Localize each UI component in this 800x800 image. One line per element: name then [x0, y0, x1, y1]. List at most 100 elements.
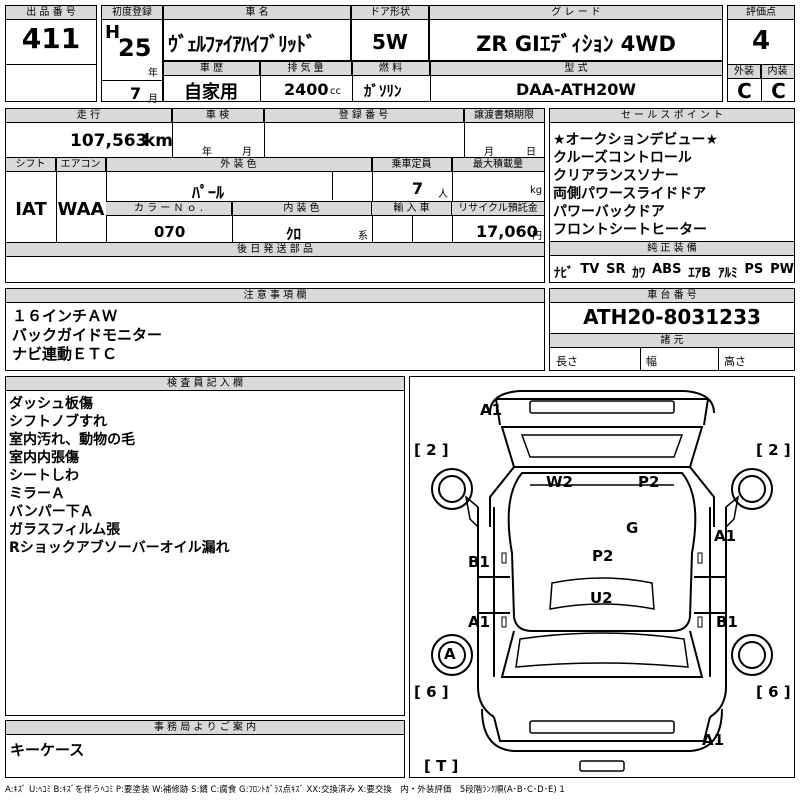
- office-label: 事 務 局 よ り ご 案 内: [6, 721, 404, 735]
- note-line: １６インチＡＷ: [12, 307, 118, 325]
- mark-left-wheel: A: [444, 645, 456, 663]
- shift: IAT: [15, 199, 47, 220]
- shift-label: シフト: [6, 158, 56, 172]
- displacement-unit: cc: [330, 86, 341, 97]
- inspector-line: シートしわ: [9, 468, 79, 484]
- intcolor-unit: 系: [358, 231, 368, 242]
- legend: A:ｷｽﾞ U:ﾍｺﾐ B:ｷｽﾞを伴うﾍｺﾐ P:要塗装 W:補修跡 S:錆 …: [5, 785, 565, 795]
- aircon-label: エアコン: [56, 158, 106, 172]
- import-label: 輸 入 車: [372, 202, 452, 216]
- history: 自家用: [184, 82, 238, 103]
- equipment-list: ﾅﾋﾞ TV SR ｶﾜ ABS ｴｱB ｱﾙﾐ PS PW: [554, 262, 794, 281]
- reg-month: 7: [130, 84, 142, 103]
- mark-roof-center: P2: [592, 547, 614, 565]
- inspection-label: 車 検: [172, 109, 264, 123]
- note-line: バックガイドモニター: [12, 326, 163, 344]
- office-text: キーケース: [10, 741, 85, 759]
- sales-points-box: セ ー ル ス ポ イ ン ト ★オークションデビュー★ クルーズコントロール …: [549, 108, 795, 283]
- mileage-label: 走 行: [6, 109, 172, 123]
- door-type: 5W: [372, 30, 408, 54]
- lot-number: 411: [21, 22, 81, 55]
- note-line: ナビ連動ＥＴＣ: [12, 345, 118, 363]
- inspector-list: ダッシュ板傷 シフトノブすれ 室内汚れ、動物の毛 室内内張傷 シートしわ ミラー…: [9, 395, 230, 557]
- chassis-box: 車 台 番 号 ATH20-8031233 諸 元 長さ 幅 高さ: [549, 288, 795, 371]
- fuel-label: 燃 料: [352, 62, 430, 76]
- intcolor-label: 内 装 色: [232, 202, 372, 216]
- interior-grade: C: [771, 79, 786, 103]
- lot-number-box: 出 品 番 号 411: [5, 5, 97, 102]
- inspector-line: ダッシュ板傷: [9, 396, 93, 412]
- inspector-line: 室内汚れ、動物の毛: [9, 432, 136, 448]
- notes-box: 注 意 事 項 欄 １６インチＡＷ バックガイドモニター ナビ連動ＥＴＣ: [5, 288, 545, 371]
- mark-left-rear: A1: [468, 613, 491, 631]
- exterior-grade: C: [737, 79, 752, 103]
- inspection-year: 年: [202, 147, 212, 158]
- color-number: 070: [154, 223, 186, 241]
- displacement: 2400: [284, 80, 329, 99]
- vehicle-details-box: 走 行 車 検 登 録 番 号 譲渡書類期限 107,563 km 年 月 月 …: [5, 108, 545, 283]
- mark-left-front: B1: [468, 553, 490, 571]
- month-unit: 月: [148, 94, 158, 105]
- capacity-unit: 人: [438, 189, 448, 200]
- capacity: 7: [412, 179, 424, 198]
- sales-point: クルーズコントロール: [553, 150, 692, 166]
- reg-no-label: 登 録 番 号: [264, 109, 464, 123]
- grade: ZR GIｴﾃﾞｨｼｮﾝ 4WD: [476, 32, 676, 56]
- mark-right-rear: B1: [716, 613, 738, 631]
- transfer-label: 譲渡書類期限: [464, 109, 544, 123]
- inspection-month: 月: [242, 147, 252, 158]
- sales-point: クリアランスソナー: [553, 168, 679, 184]
- corner-tr: [ 2 ]: [756, 441, 791, 459]
- interior-color: ｸﾛ: [286, 225, 302, 243]
- notes-list: １６インチＡＷ バックガイドモニター ナビ連動ＥＴＣ: [12, 307, 162, 364]
- history-label: 車 歴: [164, 62, 260, 76]
- inspector-line: Rショックアブソーバーオイル漏れ: [9, 540, 230, 556]
- reg-year: 25: [118, 34, 152, 62]
- transfer-month: 月: [484, 147, 494, 158]
- spec-width: 幅: [646, 355, 657, 368]
- office-box: 事 務 局 よ り ご 案 内 キーケース: [5, 720, 405, 778]
- sales-point: パワーバックドア: [553, 204, 665, 220]
- mark-right-front: A1: [714, 527, 737, 545]
- corner-bottom: [ T ]: [424, 757, 459, 775]
- aircon: WAA: [57, 199, 105, 220]
- equip-item: SR: [606, 262, 626, 277]
- era: H: [105, 22, 121, 43]
- car-name-label: 車 名: [164, 6, 350, 20]
- car-name: ｳﾞｪﾙﾌｧｲｱﾊｲﾌﾞﾘｯﾄﾞ: [168, 32, 316, 56]
- interior-label: 内装: [761, 65, 794, 79]
- inspector-line: ガラスフィルム張: [9, 522, 121, 538]
- equip-item: ﾅﾋﾞ: [554, 266, 574, 281]
- inspector-box: 検 査 員 記 入 欄 ダッシュ板傷 シフトノブすれ 室内汚れ、動物の毛 室内内…: [5, 376, 405, 716]
- corner-br: [ 6 ]: [756, 683, 791, 701]
- history-row: 車 歴 排 気 量 燃 料 型 式 自家用 2400 cc ｶﾞｿﾘﾝ DAA-…: [163, 61, 723, 103]
- capacity-label: 乗車定員: [372, 158, 452, 172]
- recycle-fee: 17,060: [476, 222, 538, 241]
- first-reg-label: 初度登録: [102, 6, 162, 20]
- mark-roof-front: W2: [546, 473, 573, 491]
- equip-item: TV: [580, 262, 600, 277]
- inspector-line: ミラーＡ: [9, 486, 65, 502]
- later-parts-label: 後 日 発 送 部 品: [6, 243, 544, 257]
- transfer-day: 日: [526, 147, 536, 158]
- lot-label: 出 品 番 号: [6, 6, 96, 20]
- mark-roof-right: P2: [638, 473, 660, 491]
- inspector-line: 室内内張傷: [9, 450, 79, 466]
- colorno-label: カ ラ ー Ｎ ｏ .: [106, 202, 232, 216]
- notes-label: 注 意 事 項 欄: [6, 289, 544, 303]
- inspector-label: 検 査 員 記 入 欄: [6, 377, 404, 391]
- score: 4: [751, 26, 771, 56]
- spec-label: 諸 元: [550, 334, 794, 348]
- car-outline-diagram: [431, 390, 773, 772]
- grade-box: グ レ ー ド ZR GIｴﾃﾞｨｼｮﾝ 4WD: [429, 5, 723, 61]
- recycle-label: リサイクル預託金: [452, 202, 544, 216]
- equip-item: PW: [770, 262, 794, 277]
- exterior-color: ﾊﾟｰﾙ: [192, 183, 225, 202]
- door-box: ドア形状 5W: [351, 5, 429, 61]
- sales-point: フロントシートヒーター: [553, 222, 707, 238]
- exterior-label: 外装: [728, 65, 761, 79]
- displacement-label: 排 気 量: [260, 62, 352, 76]
- model: DAA-ATH20W: [515, 80, 637, 99]
- corner-bl: [ 6 ]: [414, 683, 449, 701]
- car-name-box: 車 名 ｳﾞｪﾙﾌｧｲｱﾊｲﾌﾞﾘｯﾄﾞ: [163, 5, 351, 61]
